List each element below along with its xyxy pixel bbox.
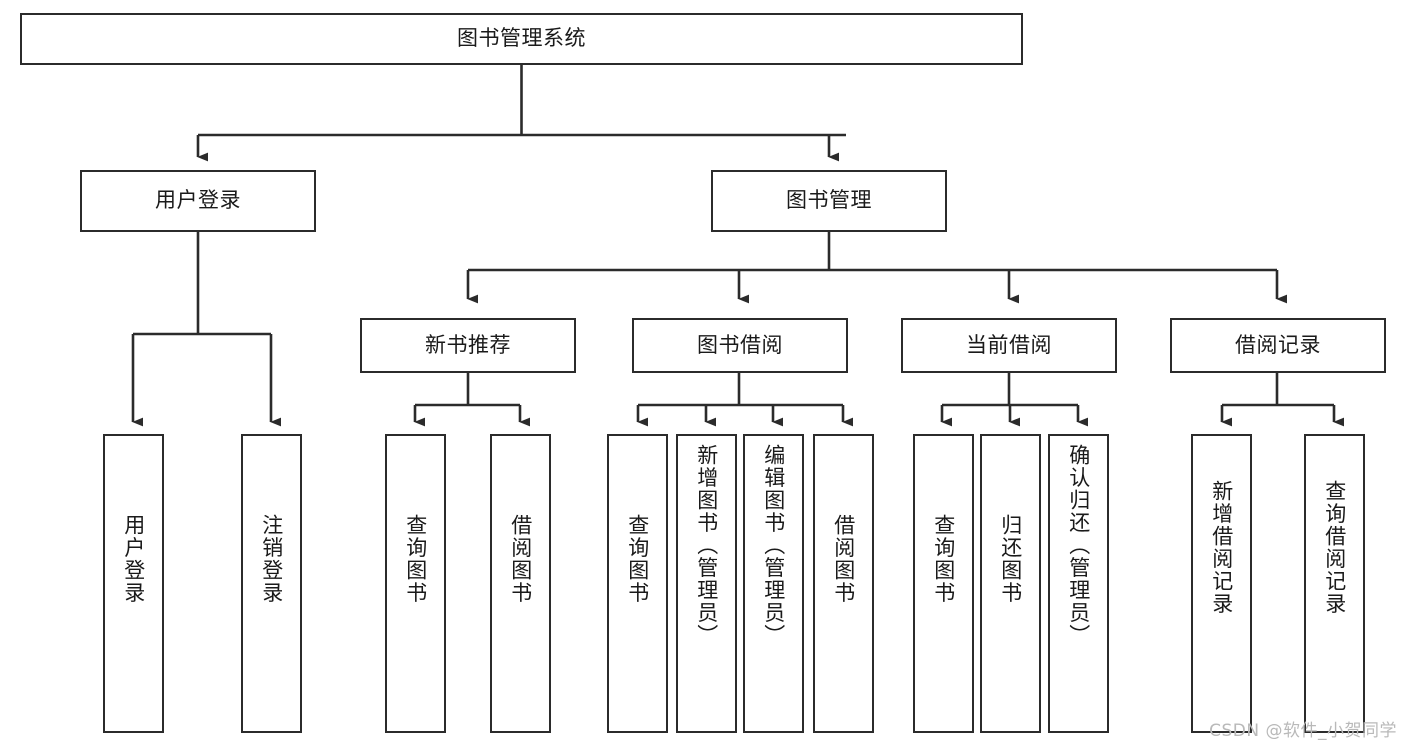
node-current-borrow-label: 当前借阅 xyxy=(966,332,1052,357)
node-leaf-return-book-label: 归还图书 xyxy=(998,514,1023,604)
node-new-book-recommend-label: 新书推荐 xyxy=(425,332,511,357)
node-leaf-borrow-book-1-label: 借阅图书 xyxy=(508,514,533,604)
node-leaf-query-book-1-label: 查询图书 xyxy=(403,514,428,604)
node-leaf-borrow-book-2-label: 借阅图书 xyxy=(831,514,856,604)
node-book-borrow-label: 图书借阅 xyxy=(697,332,783,357)
node-borrow-record[interactable]: 借阅记录 xyxy=(1170,318,1386,373)
node-leaf-query-book-3[interactable]: 查询图书 xyxy=(913,434,974,733)
csdn-watermark: CSDN @软件_小贺同学 xyxy=(1209,721,1397,741)
node-leaf-add-record-label: 新增借阅记录 xyxy=(1209,480,1234,615)
node-leaf-query-book-3-label: 查询图书 xyxy=(931,514,956,604)
node-leaf-confirm-return[interactable]: 确认归还（管理员） xyxy=(1048,434,1109,733)
node-book-borrow[interactable]: 图书借阅 xyxy=(632,318,848,373)
node-leaf-borrow-book-2[interactable]: 借阅图书 xyxy=(813,434,874,733)
node-leaf-add-book-label: 新增图书（管理员） xyxy=(694,444,719,647)
node-leaf-logout[interactable]: 注销登录 xyxy=(241,434,302,733)
node-leaf-query-book-2-label: 查询图书 xyxy=(625,514,650,604)
node-borrow-record-label: 借阅记录 xyxy=(1235,332,1321,357)
node-user-login-label: 用户登录 xyxy=(155,188,241,213)
node-book-management[interactable]: 图书管理 xyxy=(711,170,947,232)
node-leaf-logout-label: 注销登录 xyxy=(259,514,284,604)
node-leaf-query-record[interactable]: 查询借阅记录 xyxy=(1304,434,1365,733)
node-leaf-query-book-1[interactable]: 查询图书 xyxy=(385,434,446,733)
node-leaf-user-login-label: 用户登录 xyxy=(121,514,146,604)
node-leaf-edit-book-label: 编辑图书（管理员） xyxy=(761,444,786,647)
node-leaf-user-login[interactable]: 用户登录 xyxy=(103,434,164,733)
node-leaf-confirm-return-label: 确认归还（管理员） xyxy=(1066,444,1091,647)
node-leaf-edit-book[interactable]: 编辑图书（管理员） xyxy=(743,434,804,733)
node-leaf-query-book-2[interactable]: 查询图书 xyxy=(607,434,668,733)
node-leaf-query-record-label: 查询借阅记录 xyxy=(1322,480,1347,615)
node-current-borrow[interactable]: 当前借阅 xyxy=(901,318,1117,373)
node-root-label: 图书管理系统 xyxy=(457,26,586,51)
node-book-management-label: 图书管理 xyxy=(786,188,872,213)
node-leaf-add-book[interactable]: 新增图书（管理员） xyxy=(676,434,737,733)
node-leaf-return-book[interactable]: 归还图书 xyxy=(980,434,1041,733)
node-user-login[interactable]: 用户登录 xyxy=(80,170,316,232)
node-root[interactable]: 图书管理系统 xyxy=(20,13,1023,65)
node-leaf-borrow-book-1[interactable]: 借阅图书 xyxy=(490,434,551,733)
node-new-book-recommend[interactable]: 新书推荐 xyxy=(360,318,576,373)
node-leaf-add-record[interactable]: 新增借阅记录 xyxy=(1191,434,1252,733)
